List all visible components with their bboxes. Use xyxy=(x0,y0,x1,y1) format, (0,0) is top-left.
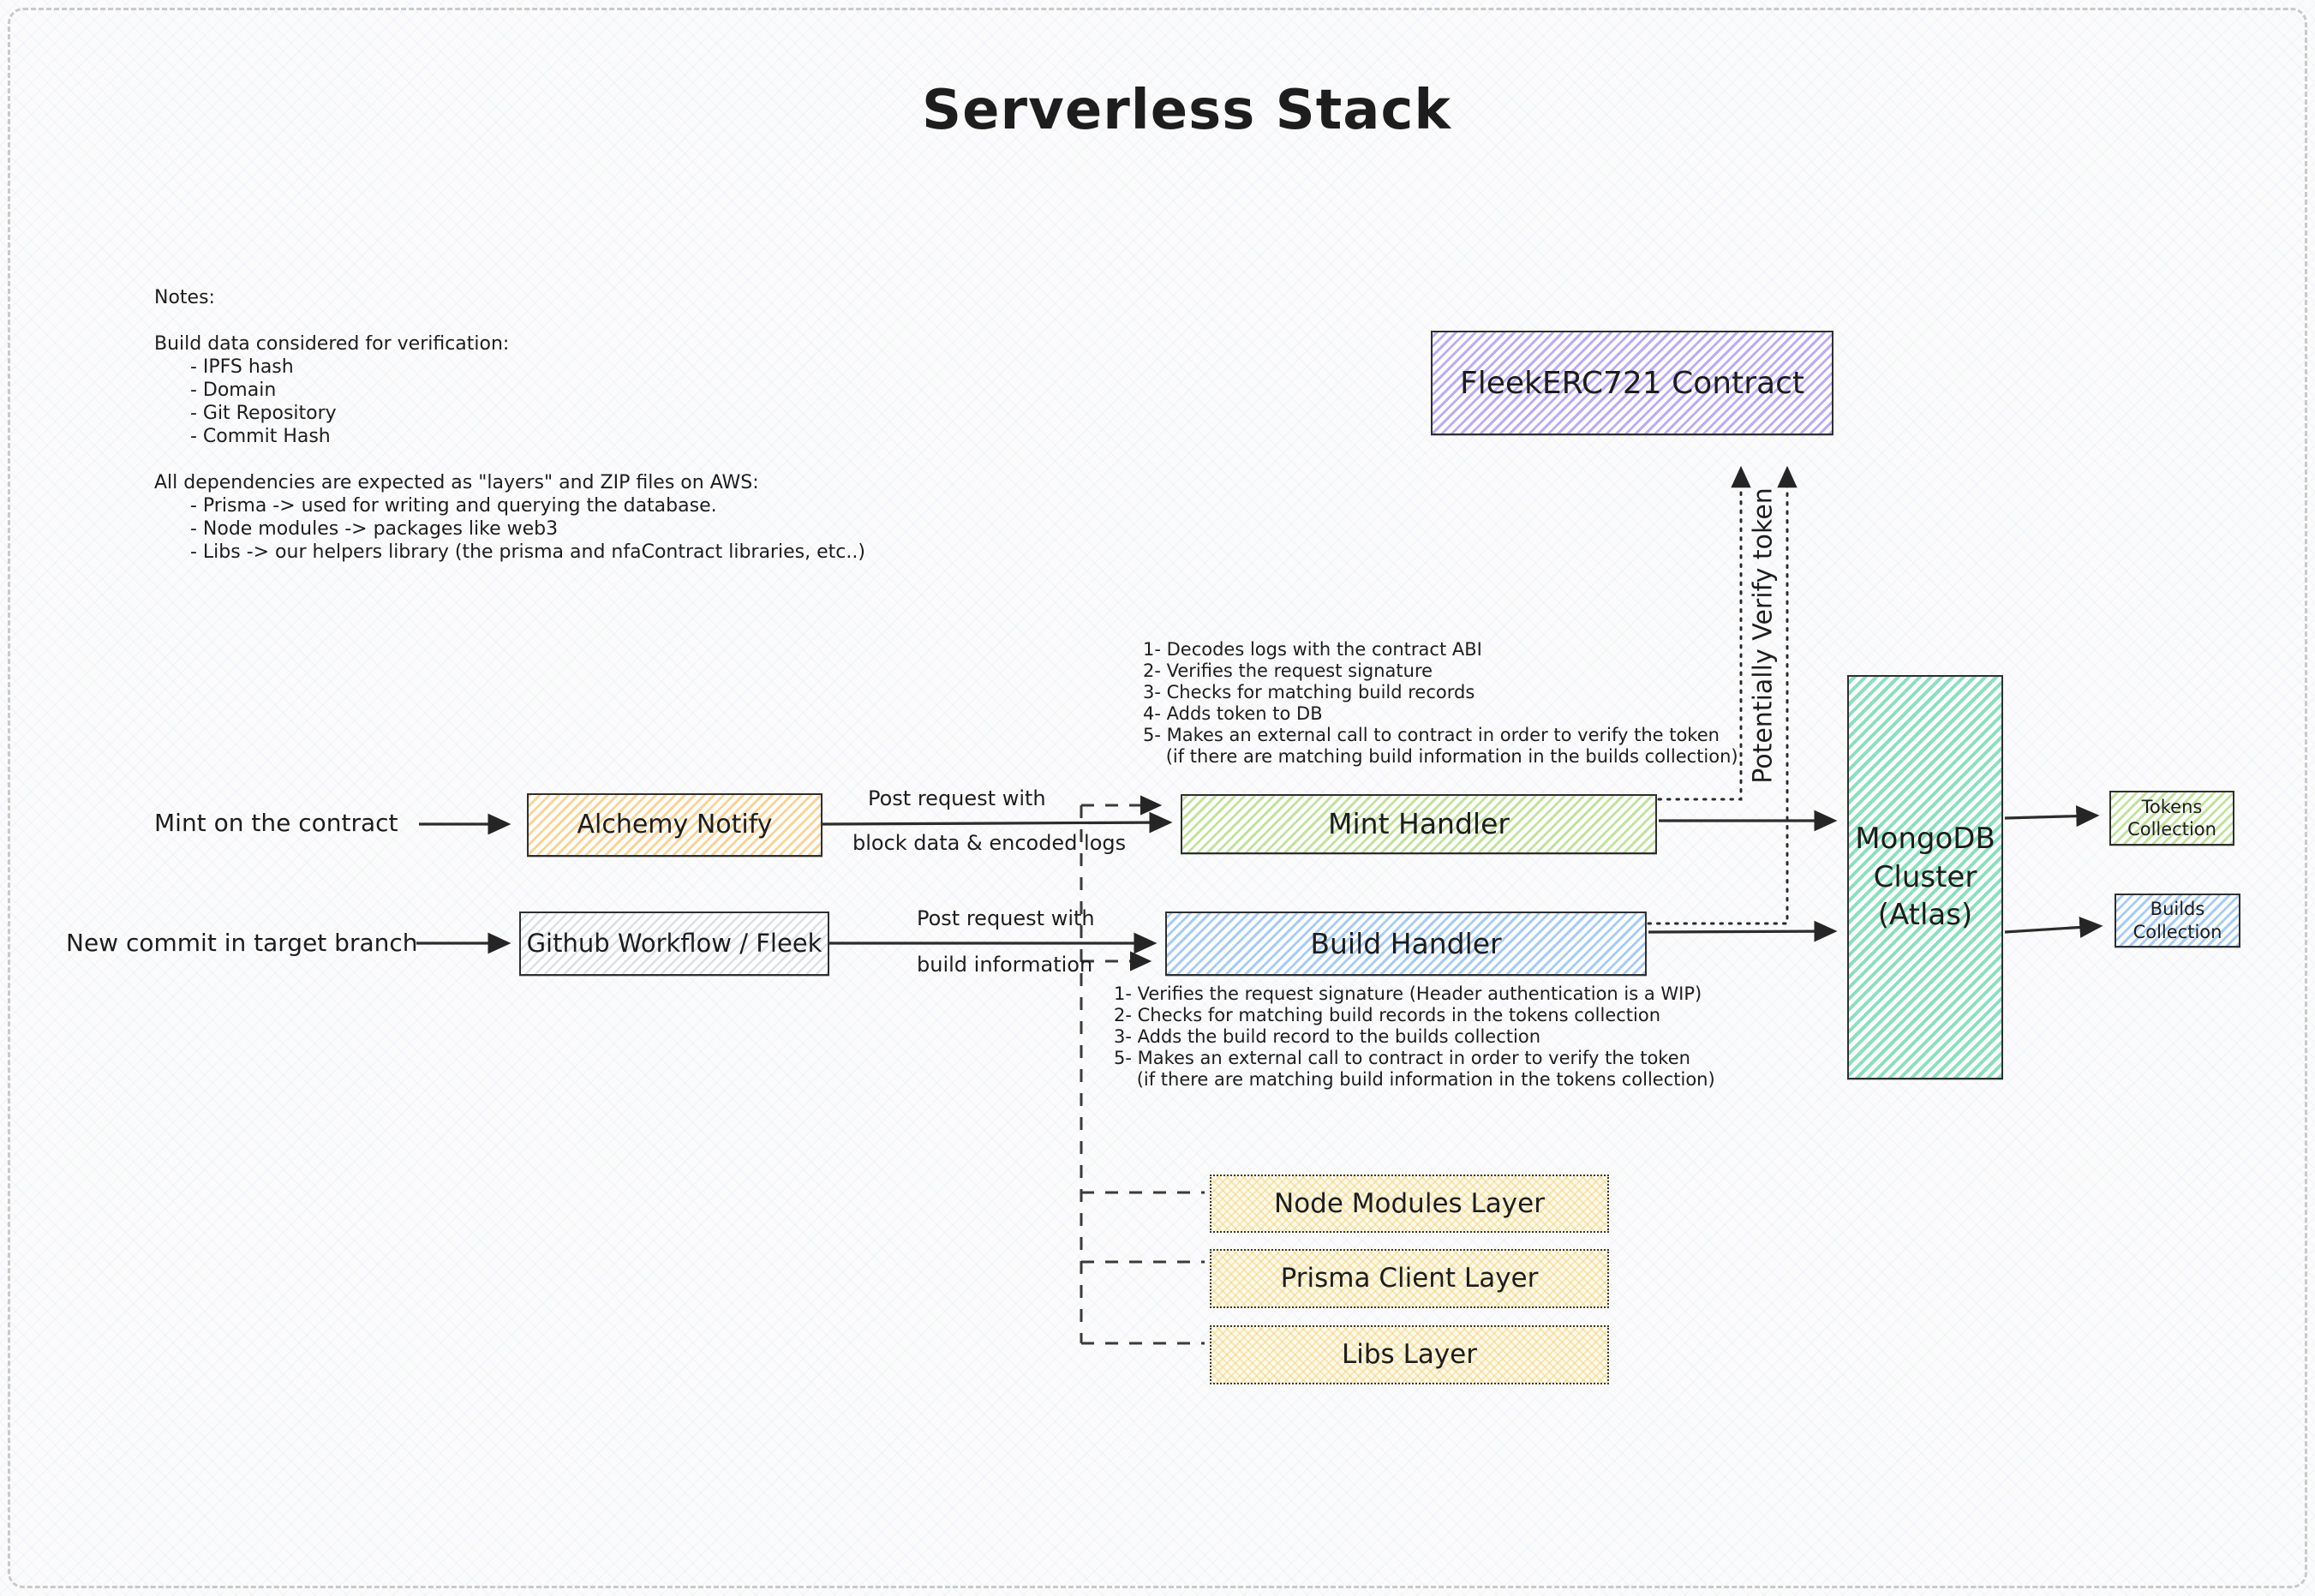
node-mint-handler: Mint Handler xyxy=(1181,794,1657,854)
label-mint-trigger: Mint on the contract xyxy=(154,809,398,837)
node-label: MongoDB Cluster (Atlas) xyxy=(1855,821,1995,933)
node-label: Mint Handler xyxy=(1328,807,1510,841)
node-label: Tokens Collection xyxy=(2127,796,2216,840)
node-label: Node Modules Layer xyxy=(1274,1187,1545,1219)
node-tokens-collection: Tokens Collection xyxy=(2109,791,2234,846)
label-build-post-line2: build information xyxy=(917,953,1093,977)
notes-block: Notes: Build data considered for verific… xyxy=(154,287,865,563)
node-mongodb-cluster: MongoDB Cluster (Atlas) xyxy=(1847,675,2003,1079)
label-mint-post-line1: Post request with xyxy=(868,786,1046,810)
node-node-modules-layer: Node Modules Layer xyxy=(1210,1175,1609,1233)
node-label: Libs Layer xyxy=(1342,1339,1477,1371)
node-alchemy-notify: Alchemy Notify xyxy=(527,793,823,857)
node-label: Github Workflow / Fleek xyxy=(526,929,823,959)
mint-handler-steps: 1- Decodes logs with the contract ABI 2-… xyxy=(1143,639,1738,767)
node-builds-collection: Builds Collection xyxy=(2115,894,2240,947)
node-label: Alchemy Notify xyxy=(577,810,773,840)
node-label: Builds Collection xyxy=(2133,899,2222,942)
arrow-mongodb-to-builds-collection xyxy=(2004,916,2103,938)
node-label: Build Handler xyxy=(1310,926,1502,960)
label-commit-trigger: New commit in target branch xyxy=(66,929,418,957)
node-prisma-client-layer: Prisma Client Layer xyxy=(1210,1249,1609,1308)
arrow-alchemy-to-mint-handler xyxy=(822,811,1173,834)
node-fleek-erc721-contract: FleekERC721 Contract xyxy=(1431,331,1833,435)
label-build-post-line1: Post request with xyxy=(917,906,1095,930)
label-potentially-verify-token: Potentially Verify token xyxy=(1748,487,1779,784)
build-handler-steps: 1- Verifies the request signature (Heade… xyxy=(1114,983,1715,1090)
label-mint-post-line2: block data & encoded logs xyxy=(852,831,1127,855)
arrow-mongodb-to-tokens-collection xyxy=(2004,805,2100,828)
node-label: FleekERC721 Contract xyxy=(1460,365,1804,401)
page-title: Serverless Stack xyxy=(922,79,1451,142)
node-libs-layer: Libs Layer xyxy=(1210,1325,1609,1384)
node-build-handler: Build Handler xyxy=(1165,912,1647,976)
dotted-arrow-mint-to-contract xyxy=(1657,465,1751,801)
arrow-build-handler-to-mongodb xyxy=(1648,920,1838,942)
node-github-workflow-fleek: Github Workflow / Fleek xyxy=(519,912,829,976)
node-label: Prisma Client Layer xyxy=(1280,1263,1539,1294)
dotted-arrow-build-to-contract xyxy=(1647,465,1798,925)
